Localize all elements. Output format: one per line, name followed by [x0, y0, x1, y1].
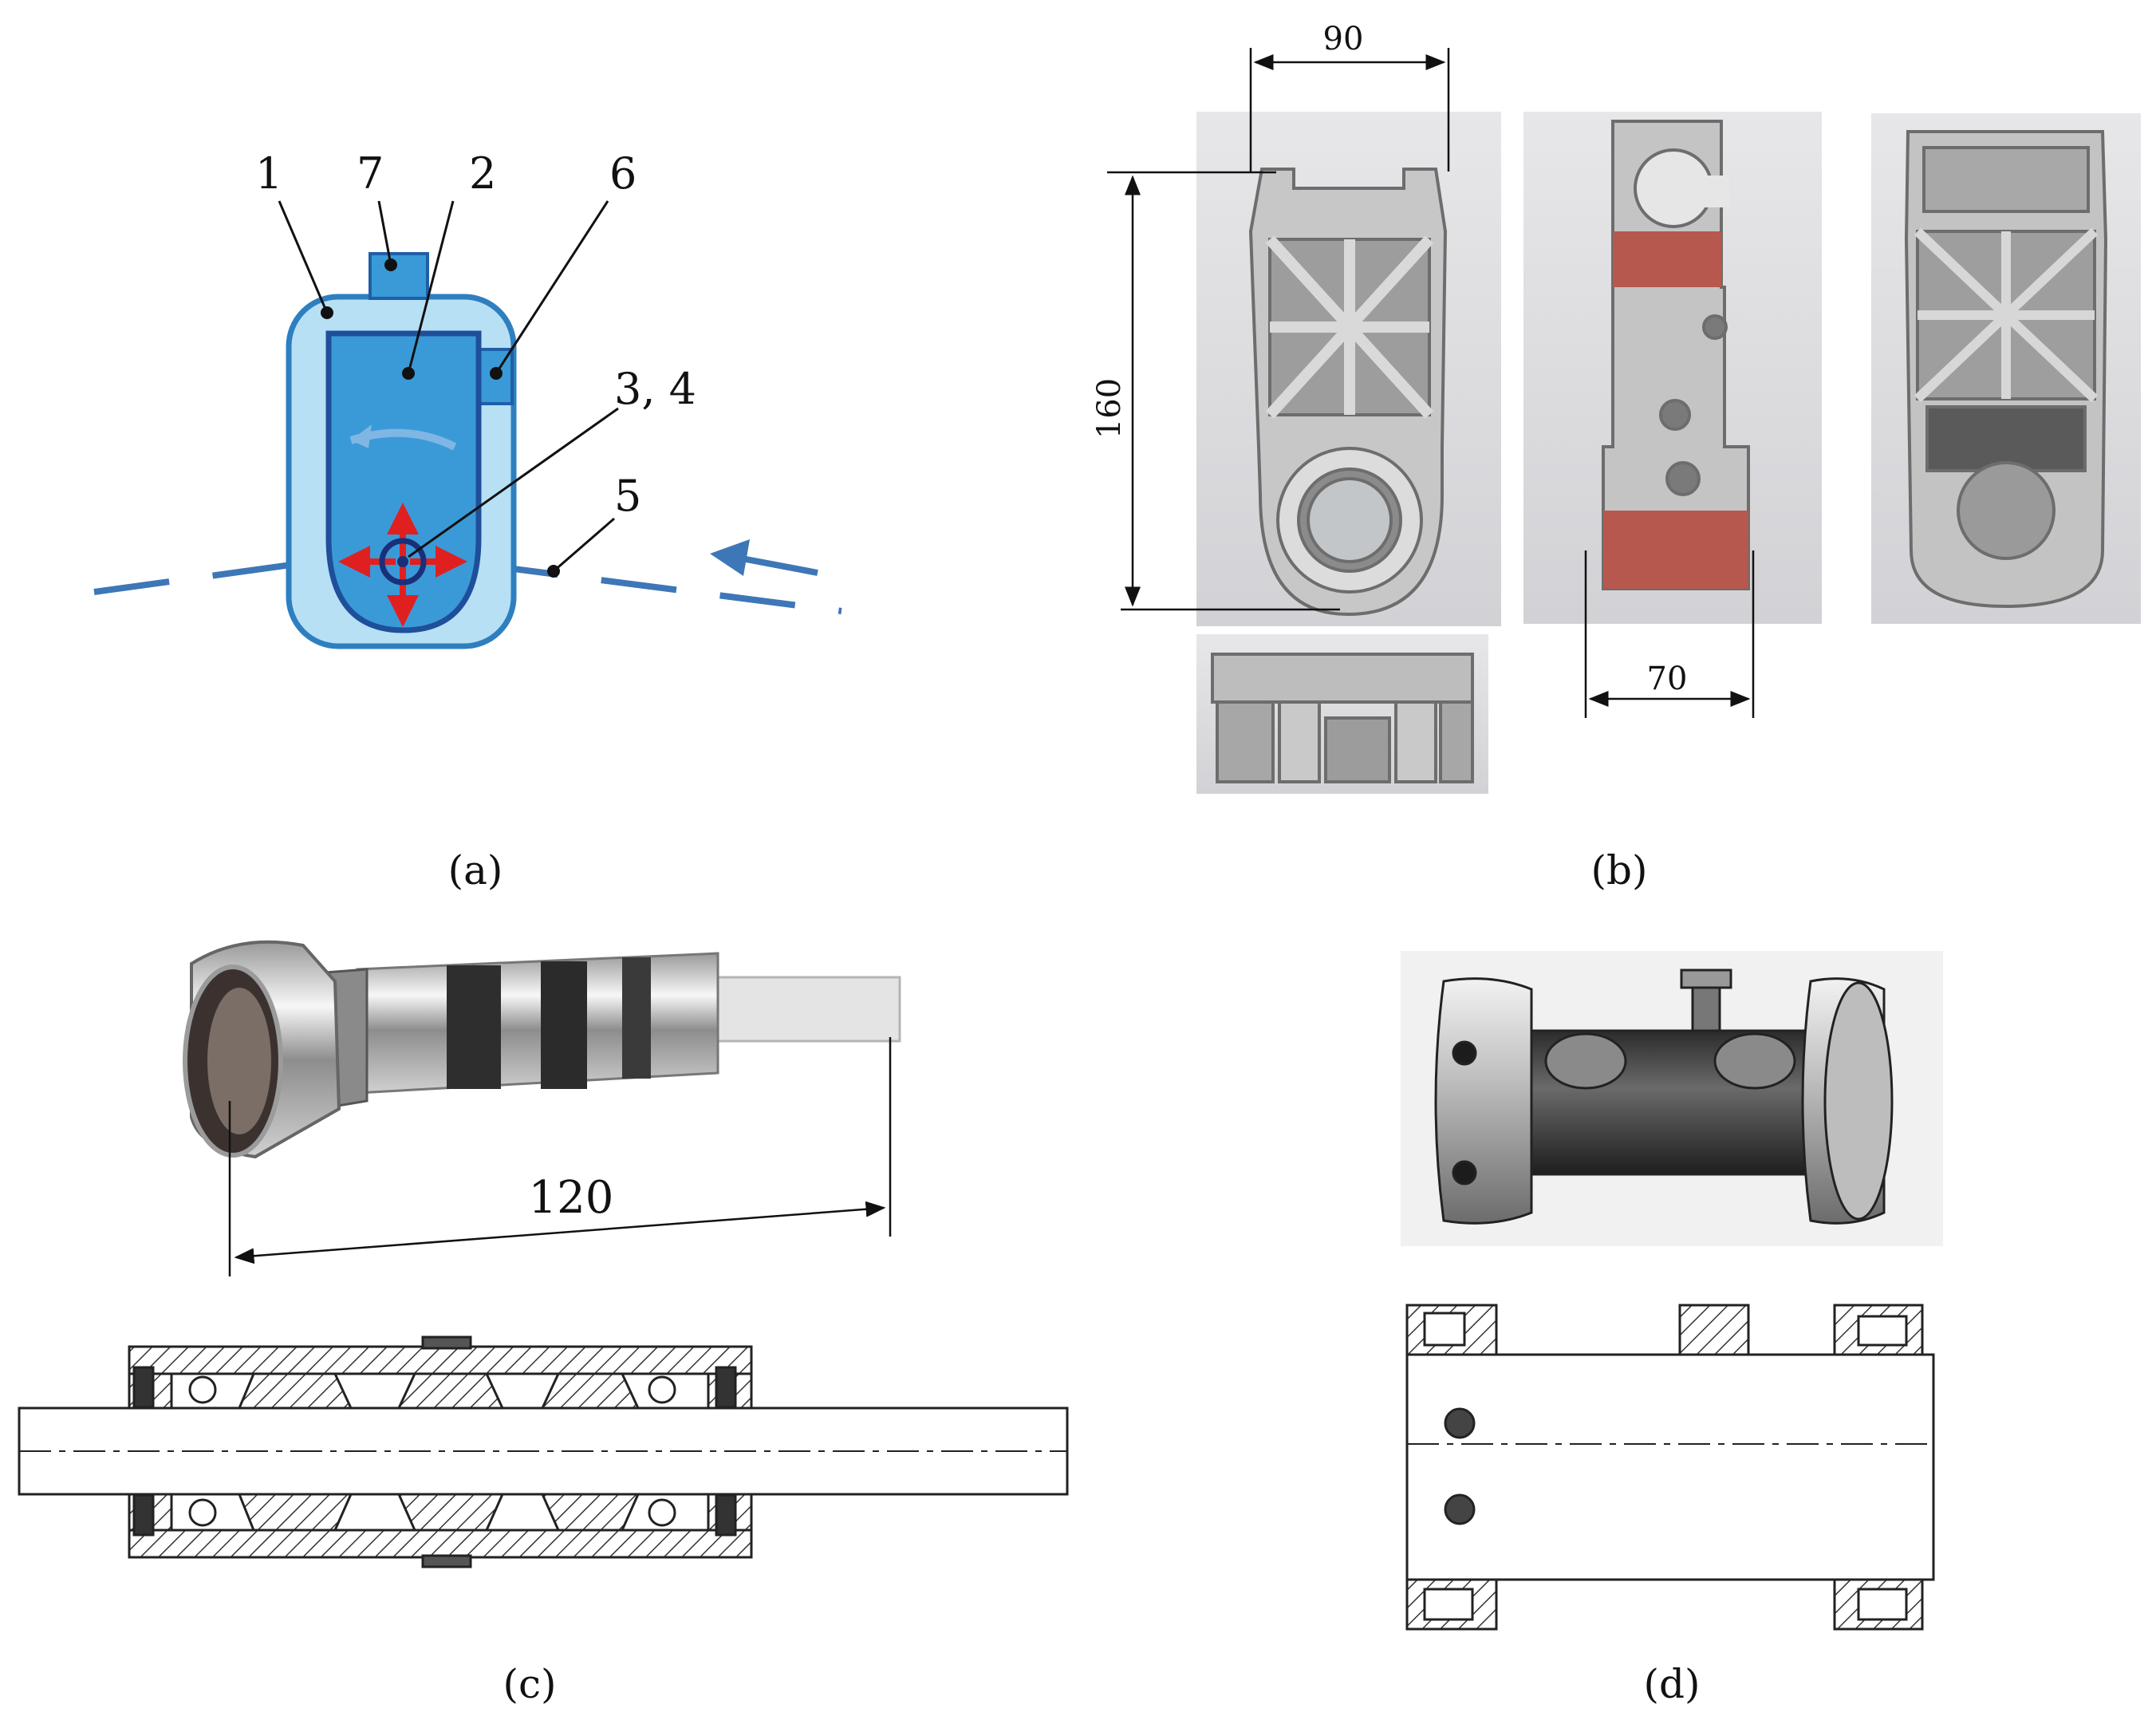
dim-70: [1584, 550, 1755, 718]
panel-b: 90 160 70 (b): [1091, 21, 2141, 894]
cylinder-photo: [1434, 969, 1894, 1225]
sensor-render: [183, 940, 901, 1159]
shaft-section: [18, 1335, 1069, 1568]
force-arrows: [338, 503, 467, 627]
dim-160: [1107, 171, 1340, 611]
dim-120: [228, 1037, 892, 1276]
cylinder-section: [1405, 1304, 1935, 1631]
dim-160-label: 160: [1091, 378, 1128, 439]
caption-d: (d): [1643, 1661, 1700, 1707]
label-7: 7: [357, 148, 384, 199]
label-5: 5: [614, 471, 641, 521]
dim-70-label: 70: [1647, 661, 1688, 697]
label-3-4: 3, 4: [614, 364, 696, 414]
caption-b: (b): [1590, 847, 1647, 894]
label-2: 2: [469, 148, 496, 199]
label-1: 1: [255, 148, 282, 199]
caption-c: (c): [503, 1661, 556, 1707]
leader-dots: [321, 258, 560, 578]
sensor-block-7: [369, 252, 429, 300]
bracket-side: [1602, 120, 1750, 590]
dim-90-label: 90: [1323, 21, 1364, 57]
panel-c: 120: [18, 940, 1069, 1707]
leader-lines: [278, 200, 619, 573]
panel-a: 1 7 2 6 3, 4 5 (a): [93, 148, 842, 894]
label-6: 6: [609, 148, 637, 199]
bracket-bottom: [1211, 653, 1474, 783]
bracket-front: [1248, 168, 1448, 617]
bracket-back: [1904, 130, 2108, 609]
flow-line: [93, 562, 842, 614]
flow-arrow: [710, 539, 818, 576]
panel-d: (d): [1401, 951, 1943, 1707]
dim-90: [1249, 48, 1450, 172]
center-ring: [379, 538, 427, 586]
caption-a: (a): [448, 847, 503, 894]
dim-120-label: 120: [529, 1172, 614, 1224]
